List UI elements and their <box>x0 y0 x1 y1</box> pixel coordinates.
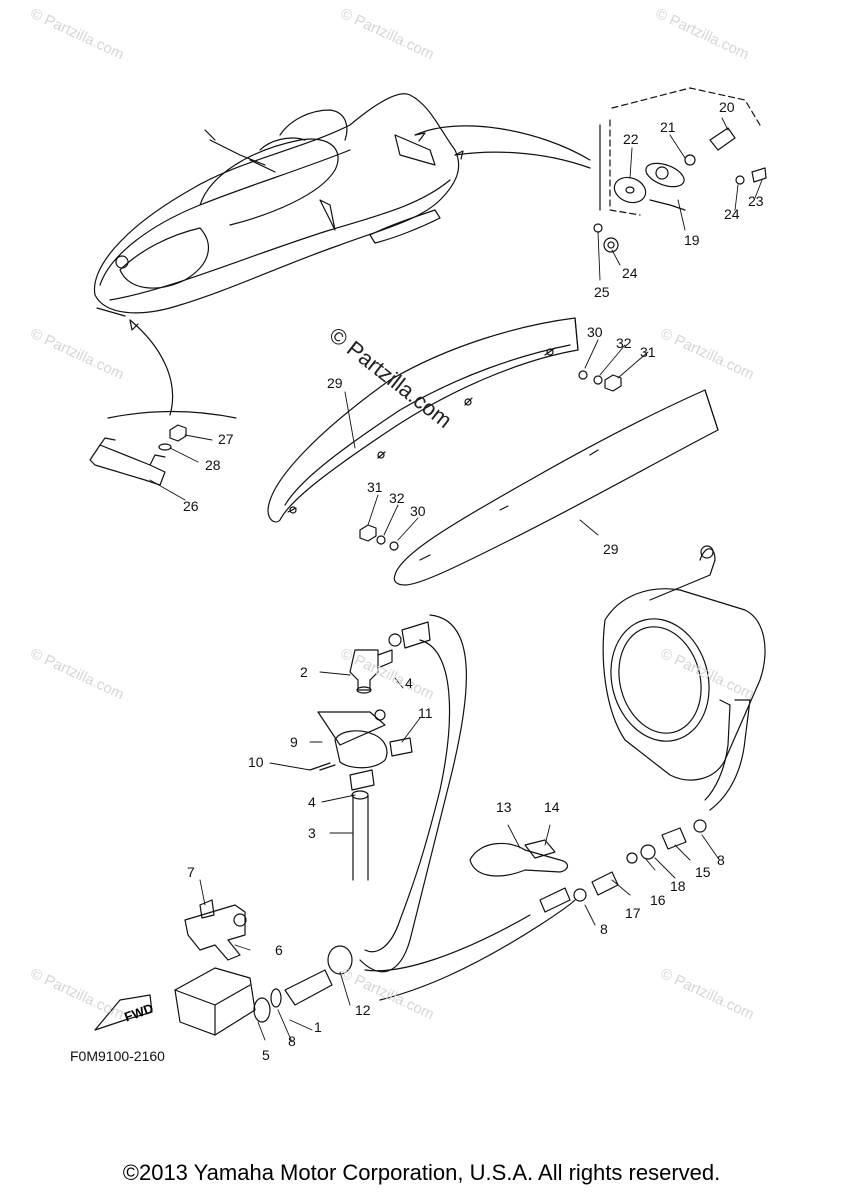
hose-main <box>359 614 576 1001</box>
part-label-19: 19 <box>684 232 700 248</box>
part-label-29: 29 <box>603 541 619 557</box>
part-label-18: 18 <box>670 878 686 894</box>
part-label-4: 4 <box>308 794 316 810</box>
diagram-code: F0M9100-2160 <box>70 1048 165 1064</box>
part-label-8: 8 <box>717 852 725 868</box>
part-label-32: 32 <box>616 335 632 351</box>
part-label-32: 32 <box>389 490 405 506</box>
part-label-16: 16 <box>650 892 666 908</box>
part-label-25: 25 <box>594 284 610 300</box>
water-box-housing <box>602 545 766 811</box>
part-label-30: 30 <box>587 324 603 340</box>
fitting-assembly <box>539 819 707 913</box>
arrow-left <box>129 319 174 416</box>
part-label-12: 12 <box>355 1002 371 1018</box>
part-label-28: 28 <box>205 457 221 473</box>
mount-bracket <box>184 899 247 961</box>
part-label-23: 23 <box>748 193 764 209</box>
check-valve <box>349 621 431 694</box>
sponson-lower <box>393 389 719 586</box>
copyright-footer: ©2013 Yamaha Motor Corporation, U.S.A. A… <box>122 1160 721 1185</box>
part-label-31: 31 <box>640 344 656 360</box>
arrow-top <box>414 125 591 161</box>
part-label-8: 8 <box>600 921 608 937</box>
part-label-21: 21 <box>660 119 676 135</box>
part-label-17: 17 <box>625 905 641 921</box>
part-label-14: 14 <box>544 799 560 815</box>
part-label-10: 10 <box>248 754 264 770</box>
bracket-clamp <box>309 709 413 791</box>
part-label-26: 26 <box>183 498 199 514</box>
part-label-22: 22 <box>623 131 639 147</box>
part-label-30: 30 <box>410 503 426 519</box>
part-label-8: 8 <box>288 1033 296 1049</box>
part-label-3: 3 <box>308 825 316 841</box>
part-label-2: 2 <box>300 664 308 680</box>
part-label-11: 11 <box>418 705 433 721</box>
part-label-29: 29 <box>327 375 343 391</box>
part-label-27: 27 <box>218 431 234 447</box>
part-label-31: 31 <box>367 479 383 495</box>
part-label-1: 1 <box>314 1019 322 1035</box>
part-label-15: 15 <box>695 864 711 880</box>
part-label-6: 6 <box>275 942 283 958</box>
part-label-5: 5 <box>262 1047 270 1063</box>
part-label-20: 20 <box>719 99 735 115</box>
fwd-arrow <box>94 994 153 1031</box>
hose-3 <box>352 794 369 881</box>
part-label-13: 13 <box>496 799 512 815</box>
watercraft-outline <box>93 93 460 317</box>
inset-hose-fitting <box>89 410 237 486</box>
cable-ties <box>469 839 569 877</box>
water-box <box>174 945 353 1036</box>
sponson-upper <box>267 317 579 523</box>
part-label-4: 4 <box>405 675 413 691</box>
part-label-7: 7 <box>187 864 195 880</box>
part-label-24: 24 <box>724 206 740 222</box>
leader-lines <box>149 117 763 1043</box>
part-label-9: 9 <box>290 734 298 750</box>
inset-drain-plug <box>593 87 767 253</box>
part-label-24: 24 <box>622 265 638 281</box>
